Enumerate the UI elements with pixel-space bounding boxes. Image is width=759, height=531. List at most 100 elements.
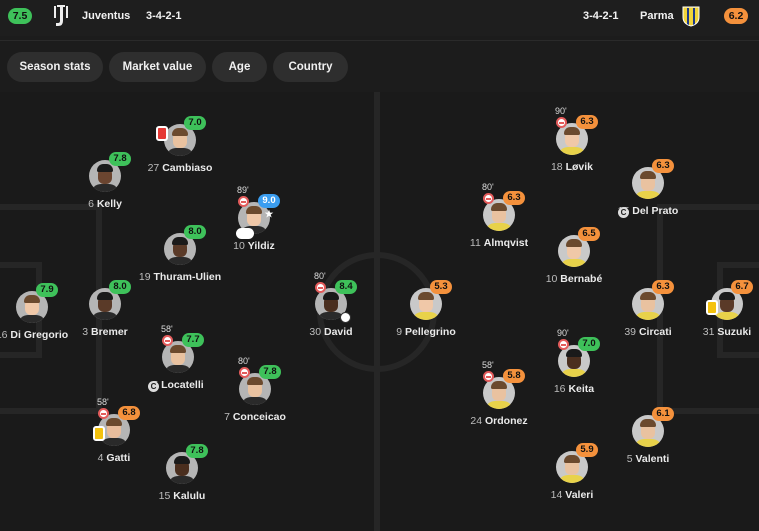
player-name: 16 Di Gregorio <box>0 329 102 341</box>
header-divider <box>0 40 759 41</box>
player-avatar[interactable] <box>162 341 194 373</box>
player-rating: 5.9 <box>576 443 598 457</box>
player-name: 15 Kalulu <box>112 490 252 502</box>
player-surname: Kelly <box>96 198 122 210</box>
player-rating: 6.3 <box>652 280 674 294</box>
substitution-icon <box>558 339 569 350</box>
player-valenti[interactable]: 6.1 5 Valenti <box>627 407 674 465</box>
player-surname: Conceicao <box>232 411 286 423</box>
yellow-card-icon <box>93 426 105 441</box>
player-number: 27 <box>147 162 163 174</box>
player-name: 19 Thuram-Ulien <box>110 271 250 283</box>
player-avatar[interactable] <box>410 288 442 320</box>
red-card-icon <box>156 126 168 141</box>
player-rating: 6.3 <box>652 159 674 173</box>
player-surname: Valenti <box>635 453 670 465</box>
substitution-time: 90' <box>555 106 567 116</box>
player-surname: Bremer <box>90 326 128 338</box>
player-surname: Ordonez <box>485 415 528 427</box>
substitution-icon <box>98 408 109 419</box>
player-avatar[interactable] <box>632 167 664 199</box>
player-surname: Pellegrino <box>405 326 456 338</box>
player-avatar[interactable] <box>556 451 588 483</box>
player-di-gregorio[interactable]: 7.916 Di Gregorio <box>0 283 68 341</box>
player-name: 39 Circati <box>578 326 718 338</box>
player-surname: Circati <box>638 326 672 338</box>
goal-ball-icon <box>340 312 351 323</box>
tab-age[interactable]: Age <box>212 52 267 82</box>
player-number: 24 <box>470 415 485 427</box>
player-surname: Del Prato <box>632 205 679 217</box>
player-rating: 7.8 <box>109 152 131 166</box>
away-team-name[interactable]: Parma <box>640 10 674 22</box>
tab-country[interactable]: Country <box>273 52 348 82</box>
player-avatar[interactable] <box>632 415 664 447</box>
player-number: 10 <box>233 240 248 252</box>
player-surname: Almqvist <box>483 237 529 249</box>
player-name: 10 Bernabé <box>504 273 644 285</box>
tab-market-value[interactable]: Market value <box>109 52 206 82</box>
yellow-card-icon <box>706 300 718 315</box>
substitution-time: 90' <box>557 328 569 338</box>
player-name: 31 Suzuki <box>657 326 759 338</box>
player-rating: 7.8 <box>259 365 281 379</box>
player-name: 9 Pellegrino <box>356 326 496 338</box>
player-name: 10 Yildiz <box>184 240 324 252</box>
player-rating: 7.0 <box>578 337 600 351</box>
player-surname: Cambiaso <box>162 162 213 174</box>
substitution-icon <box>162 335 173 346</box>
player-avatar[interactable] <box>166 452 198 484</box>
player-name: 4 Gatti <box>44 452 184 464</box>
player-rating: 8.0 <box>109 280 131 294</box>
substitution-icon <box>239 367 250 378</box>
player-number: 19 <box>138 271 154 283</box>
player-surname: Valeri <box>565 489 594 501</box>
player-rating: 7.7 <box>182 333 204 347</box>
player-avatar[interactable] <box>239 373 271 405</box>
substitution-icon <box>315 282 326 293</box>
player-surname: Di Gregorio <box>10 329 69 341</box>
substitution-icon <box>483 371 494 382</box>
player-name: 24 Ordonez <box>429 415 569 427</box>
player-number: 15 <box>158 490 174 502</box>
player-number: 5 <box>626 453 636 465</box>
player-avatar[interactable] <box>89 288 121 320</box>
player-surname: David <box>324 326 353 338</box>
player-rating: 6.1 <box>652 407 674 421</box>
player-avatar[interactable] <box>632 288 664 320</box>
player-number: 10 <box>545 273 561 285</box>
player-rating: 7.8 <box>186 444 208 458</box>
player-surname: Yildiz <box>247 240 275 252</box>
player-surname: Gatti <box>106 452 131 464</box>
player-avatar[interactable] <box>238 202 270 234</box>
player-number: 11 <box>469 237 484 249</box>
player-name: 15 Del Prato <box>578 205 718 217</box>
assist-boots-icon <box>236 228 254 239</box>
player-number: 16 <box>0 329 8 341</box>
tab-season-stats[interactable]: Season stats <box>7 52 103 82</box>
player-number: 7 <box>224 411 233 423</box>
player-rating: 5.3 <box>430 280 452 294</box>
home-team-name[interactable]: Juventus <box>82 10 131 22</box>
player-name: 11 Almqvist <box>429 237 569 249</box>
